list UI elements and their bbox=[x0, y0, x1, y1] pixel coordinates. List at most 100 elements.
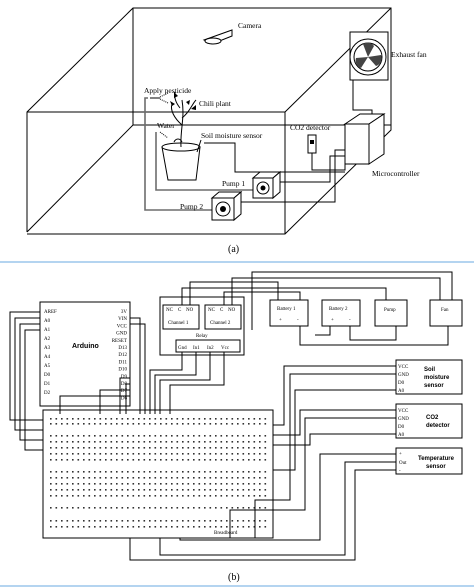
breadboard-hole bbox=[215, 447, 217, 449]
breadboard-hole bbox=[204, 453, 206, 455]
breadboard-hole bbox=[110, 447, 113, 449]
breadboard-hole bbox=[160, 483, 162, 485]
breadboard-hole bbox=[88, 435, 91, 437]
breadboard-hole bbox=[220, 471, 223, 473]
breadboard-hole bbox=[127, 526, 129, 528]
breadboard-hole bbox=[116, 447, 118, 449]
breadboard-hole bbox=[154, 423, 157, 425]
arduino-right-pin: GND bbox=[116, 332, 127, 337]
soil-probe bbox=[196, 139, 202, 153]
breadboard-hole bbox=[61, 423, 63, 425]
breadboard-hole bbox=[110, 526, 113, 528]
co2-pin-vcc: VCC bbox=[398, 409, 409, 414]
breadboard-hole bbox=[121, 447, 124, 449]
breadboard-hole bbox=[72, 423, 74, 425]
breadboard-hole bbox=[248, 441, 250, 443]
arduino-left-pin: A5 bbox=[44, 364, 51, 369]
breadboard-hole bbox=[231, 471, 234, 473]
breadboard-hole bbox=[127, 453, 129, 455]
breadboard-hole bbox=[215, 520, 217, 522]
arduino-right-pin: RESET bbox=[112, 339, 127, 344]
breadboard-hole bbox=[215, 495, 217, 497]
breadboard-hole bbox=[143, 453, 146, 455]
breadboard-hole bbox=[248, 423, 250, 425]
breadboard-hole bbox=[88, 483, 91, 485]
breadboard-hole bbox=[99, 489, 102, 491]
pesticide-pipe bbox=[144, 97, 212, 211]
breadboard-hole bbox=[264, 441, 267, 443]
breadboard-hole bbox=[99, 477, 102, 479]
breadboard-hole bbox=[110, 435, 113, 437]
breadboard-hole bbox=[226, 471, 228, 473]
breadboard-hole bbox=[171, 441, 173, 443]
temp-name-2: sensor bbox=[426, 464, 446, 470]
figure-a: Camera Exhaust fan Microcontroller CO2 d… bbox=[26, 7, 427, 255]
breadboard-hole bbox=[187, 423, 190, 425]
breadboard-hole bbox=[105, 435, 107, 437]
breadboard-hole bbox=[50, 453, 52, 455]
arduino-left-pin: D2 bbox=[44, 391, 51, 396]
breadboard-hole bbox=[143, 483, 146, 485]
breadboard-hole bbox=[149, 477, 151, 479]
breadboard-hole bbox=[253, 423, 256, 425]
breadboard-hole bbox=[50, 435, 52, 437]
breadboard-hole bbox=[72, 459, 74, 461]
breadboard-hole bbox=[165, 447, 168, 449]
breadboard-hole bbox=[198, 507, 201, 509]
breadboard-hole bbox=[121, 423, 124, 425]
breadboard-hole bbox=[149, 459, 151, 461]
breadboard-hole bbox=[182, 520, 184, 522]
breadboard-hole bbox=[105, 418, 107, 420]
breadboard-hole bbox=[138, 495, 140, 497]
breadboard-hole bbox=[105, 489, 107, 491]
breadboard-hole bbox=[99, 520, 102, 522]
breadboard-hole bbox=[110, 423, 113, 425]
breadboard-hole bbox=[143, 489, 146, 491]
breadboard-hole bbox=[253, 459, 256, 461]
breadboard-hole bbox=[83, 423, 85, 425]
breadboard-hole bbox=[143, 418, 146, 420]
breadboard-hole bbox=[193, 459, 195, 461]
breadboard-hole bbox=[176, 435, 179, 437]
breadboard-hole bbox=[193, 489, 195, 491]
breadboard-hole bbox=[55, 507, 58, 509]
breadboard-hole bbox=[264, 495, 267, 497]
breadboard-hole bbox=[171, 489, 173, 491]
breadboard-hole bbox=[94, 459, 96, 461]
breadboard-hole bbox=[83, 435, 85, 437]
breadboard-hole bbox=[259, 423, 261, 425]
pump2-icon bbox=[210, 190, 243, 222]
breadboard-hole bbox=[242, 495, 245, 497]
breadboard-hole bbox=[132, 435, 135, 437]
breadboard-hole bbox=[160, 477, 162, 479]
breadboard-hole bbox=[154, 471, 157, 473]
breadboard-hole bbox=[138, 453, 140, 455]
breadboard-hole bbox=[231, 459, 234, 461]
breadboard-hole bbox=[198, 520, 201, 522]
fan-block: Fan bbox=[429, 299, 463, 327]
breadboard-hole bbox=[187, 495, 190, 497]
chili-plant-label: Chili plant bbox=[199, 99, 232, 108]
breadboard-hole bbox=[50, 418, 52, 420]
pump1-label: Pump 1 bbox=[222, 179, 245, 188]
arduino-right-pin: D10 bbox=[118, 368, 127, 373]
breadboard-hole bbox=[171, 483, 173, 485]
breadboard-hole bbox=[55, 483, 58, 485]
breadboard-hole bbox=[61, 418, 63, 420]
breadboard-hole bbox=[193, 520, 195, 522]
breadboard-hole bbox=[72, 526, 74, 528]
breadboard-hole bbox=[220, 441, 223, 443]
breadboard-hole bbox=[88, 459, 91, 461]
breadboard-hole bbox=[187, 526, 190, 528]
breadboard-hole bbox=[198, 441, 201, 443]
breadboard-hole bbox=[149, 471, 151, 473]
breadboard-hole bbox=[77, 459, 80, 461]
breadboard-hole bbox=[226, 441, 228, 443]
breadboard-hole bbox=[116, 520, 118, 522]
breadboard-hole bbox=[193, 418, 195, 420]
breadboard-hole bbox=[105, 507, 107, 509]
breadboard-hole bbox=[198, 495, 201, 497]
breadboard-hole bbox=[231, 453, 234, 455]
breadboard-hole bbox=[182, 435, 184, 437]
breadboard-hole bbox=[160, 526, 162, 528]
